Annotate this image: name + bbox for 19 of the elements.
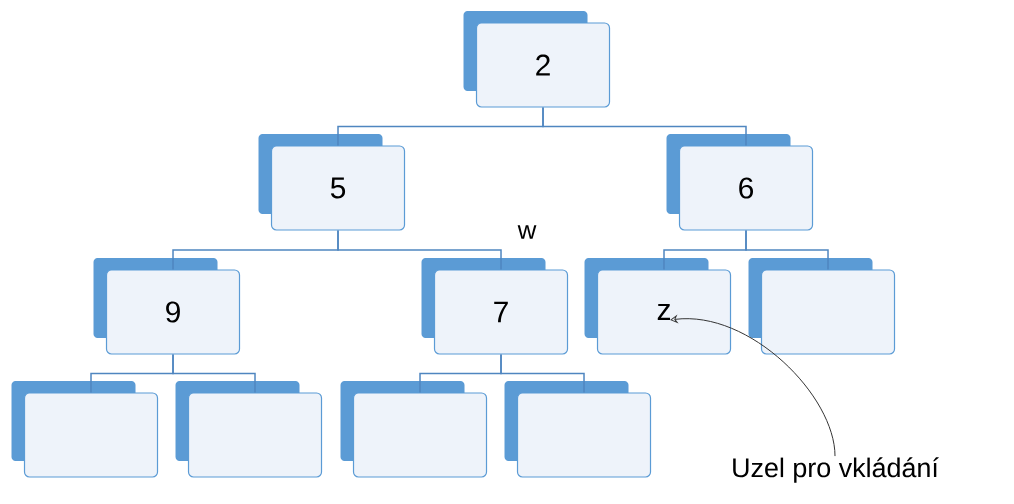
annotation-text: Uzel pro vkládání	[733, 457, 939, 483]
tree-node-box	[11, 381, 159, 478]
tree-node-box: 7	[421, 258, 569, 355]
connector-line	[542, 106, 747, 147]
tree-node-box: 2	[463, 11, 611, 108]
tree-node-box	[748, 258, 896, 355]
tree-node-box	[175, 381, 323, 478]
arrow	[670, 315, 836, 457]
tree-node-box	[504, 381, 652, 478]
connector-line	[337, 229, 502, 271]
tree-node-box: 6	[666, 134, 814, 231]
tree-node-box: 5	[258, 134, 406, 231]
tree-node-box: 9	[93, 258, 241, 355]
tree-node-box	[340, 381, 488, 478]
node-label: w	[517, 225, 537, 239]
tree-node-box: z	[584, 258, 732, 355]
connector-line	[745, 229, 829, 271]
connector-line	[172, 353, 256, 394]
connector-line	[500, 353, 585, 394]
